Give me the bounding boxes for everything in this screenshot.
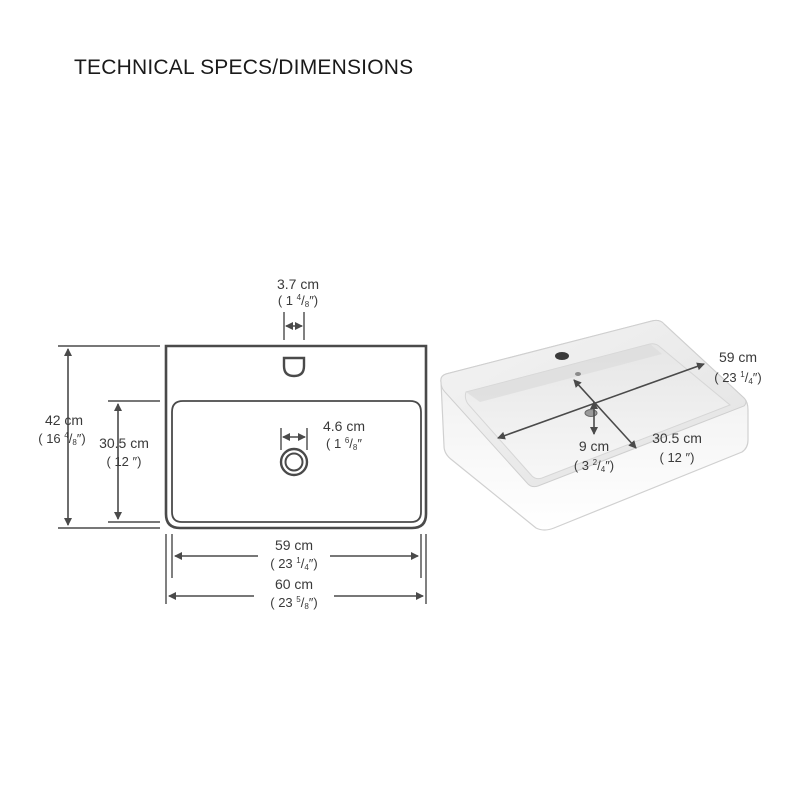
drain-inner bbox=[284, 452, 304, 472]
iso-height-cm: 9 cm bbox=[579, 438, 609, 454]
faucet-cm: 3.7 cm bbox=[277, 276, 319, 292]
total-depth-in: ( 16 4/8″) bbox=[38, 431, 85, 447]
inner-width-in: ( 23 1/4″) bbox=[270, 556, 317, 572]
drain-cm: 4.6 cm bbox=[323, 418, 365, 434]
top-view-labels: 3.7 cm ( 1 4/8″) 4.6 cm ( 1 6/8″ 42 cm (… bbox=[38, 276, 365, 611]
basin-inner-outline bbox=[171, 400, 422, 523]
faucet-hole bbox=[282, 356, 306, 378]
iso-dimension-lines bbox=[497, 362, 705, 449]
iso-labels: 59 cm ( 23 1/4″) 9 cm ( 3 2/4″) 30.5 cm … bbox=[574, 349, 762, 474]
page-title: TECHNICAL SPECS/DIMENSIONS bbox=[74, 56, 414, 79]
iso-width-cm: 59 cm bbox=[719, 349, 757, 365]
basin-outer-outline bbox=[164, 344, 428, 530]
top-view bbox=[58, 312, 428, 604]
iso-depth-arrow bbox=[573, 379, 637, 449]
inner-depth-cm: 30.5 cm bbox=[99, 435, 149, 451]
total-width-in: ( 23 5/8″) bbox=[270, 595, 317, 611]
inner-width-cm: 59 cm bbox=[275, 537, 313, 553]
iso-height-in: ( 3 2/4″) bbox=[574, 458, 614, 474]
faucet-in: ( 1 4/8″) bbox=[278, 293, 318, 309]
iso-depth-cm: 30.5 cm bbox=[652, 430, 702, 446]
iso-depth-in: ( 12 ″) bbox=[660, 450, 695, 465]
iso-drain bbox=[584, 409, 598, 417]
drain-in: ( 1 6/8″ bbox=[326, 436, 362, 452]
total-depth-cm: 42 cm bbox=[45, 412, 83, 428]
iso-faucet-hole bbox=[555, 352, 569, 360]
total-width-cm: 60 cm bbox=[275, 576, 313, 592]
iso-width-in: ( 23 1/4″) bbox=[714, 370, 761, 386]
inner-depth-in: ( 12 ″) bbox=[107, 454, 142, 469]
